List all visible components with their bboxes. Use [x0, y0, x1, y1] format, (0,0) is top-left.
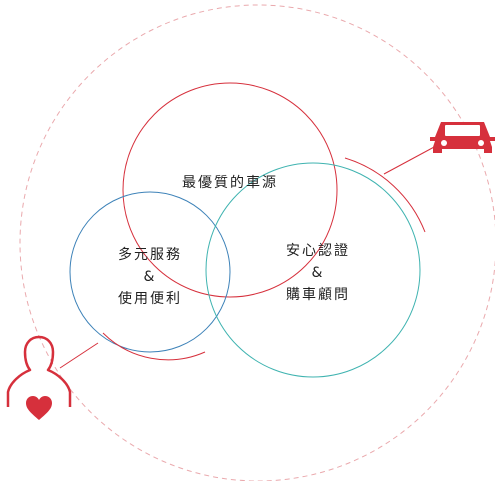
label-left-circle: 多元服務 & 使用便利 [118, 244, 182, 310]
accent-arc-right [344, 157, 426, 233]
person-heart-icon [6, 335, 72, 420]
connector-line-car [383, 145, 437, 175]
label-right-circle: 安心認證 & 購車顧問 [286, 240, 350, 306]
car-icon [430, 122, 495, 153]
label-right-line3: 購車顧問 [286, 287, 350, 303]
accent-arc-left [102, 332, 206, 361]
label-left-line3: 使用便利 [118, 291, 182, 307]
label-top-circle: 最優質的車源 [182, 172, 278, 194]
label-right-line1: 安心認證 [286, 243, 350, 259]
circle-top-red [122, 82, 338, 298]
label-top-text: 最優質的車源 [182, 175, 278, 191]
label-right-line2: & [311, 265, 325, 281]
circle-right-teal [205, 162, 421, 378]
label-left-line1: 多元服務 [118, 247, 182, 263]
connector-line-person [59, 342, 99, 369]
circle-left-blue [69, 191, 231, 353]
outer-dashed-ring [19, 4, 495, 481]
label-left-line2: & [143, 269, 157, 285]
